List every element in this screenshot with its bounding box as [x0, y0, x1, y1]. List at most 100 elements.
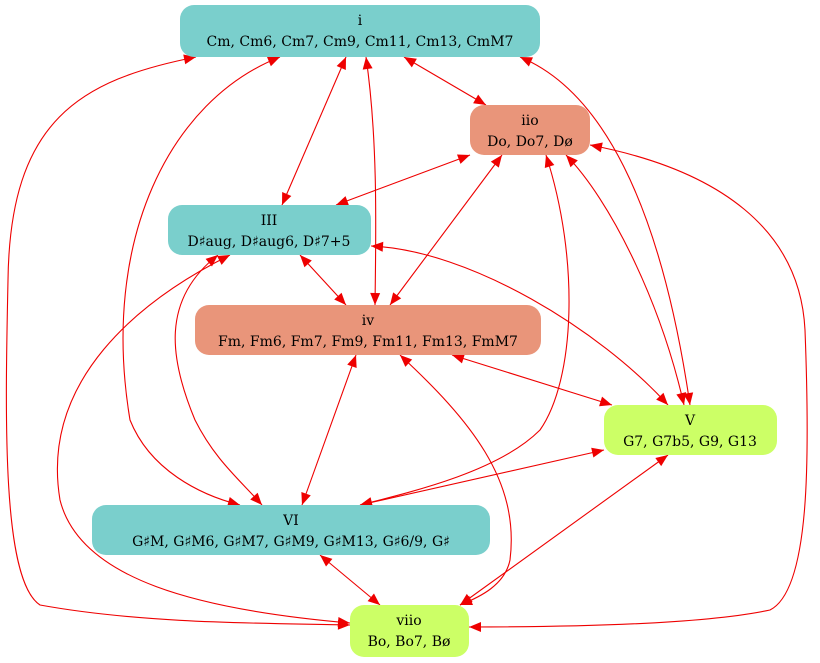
edges-layer [5, 54, 808, 632]
edge-iio-viio [468, 142, 808, 632]
arrowhead-start [544, 155, 555, 168]
arrowhead-end [336, 196, 349, 206]
arrowhead-start [400, 355, 413, 367]
edge-III-iv [299, 254, 347, 306]
edge-line [451, 354, 613, 406]
arrowhead-end [469, 621, 482, 632]
arrowhead-end [599, 396, 612, 407]
edge-iio-III [335, 154, 471, 206]
arrowhead-end [337, 616, 350, 627]
edge-line [403, 56, 487, 106]
node-viio-chords: Bo, Bo7, Bø [368, 634, 451, 650]
edge-i-V [519, 56, 694, 406]
arrowhead-start [655, 455, 668, 467]
edge-V-VI [359, 447, 605, 508]
nodes-layer: i Cm, Cm6, Cm7, Cm9, Cm11, Cm13, CmM7 ii… [92, 5, 777, 657]
arrowhead-start [452, 353, 465, 364]
arrowhead-start [217, 255, 230, 265]
arrowhead-start [347, 355, 357, 368]
arrowhead-start [490, 155, 502, 168]
arrowhead-start [300, 255, 312, 268]
node-iio[interactable]: iio Do, Do7, Dø [470, 105, 590, 155]
arrowhead-end [473, 94, 486, 105]
edge-iio-V [565, 154, 687, 406]
node-VI-chords: G♯M, G♯M6, G♯M7, G♯M9, G♯M13, G♯6/9, G♯ [132, 534, 450, 550]
edge-line [565, 154, 685, 406]
node-viio-title: viio [395, 613, 421, 629]
arrowhead-start [591, 447, 604, 458]
edge-line [365, 56, 377, 306]
edge-line [370, 245, 669, 406]
arrowhead-end [656, 392, 668, 405]
edge-III-V [370, 241, 669, 406]
node-iv[interactable]: iv Fm, Fm6, Fm7, Fm9, Fm11, Fm13, FmM7 [195, 305, 541, 355]
node-III-title: III [261, 213, 278, 229]
arrowhead-end [390, 292, 402, 305]
node-III-chords: D♯aug, D♯aug6, D♯7+5 [188, 234, 351, 250]
edge-line [359, 449, 605, 506]
edge-line [335, 154, 471, 206]
node-III[interactable]: III D♯aug, D♯aug6, D♯7+5 [168, 205, 371, 255]
edge-i-iv [362, 56, 381, 306]
edge-line [359, 154, 570, 506]
edge-line [319, 554, 381, 606]
node-iv-chords: Fm, Fm6, Fm7, Fm9, Fm11, Fm13, FmM7 [218, 334, 518, 350]
edge-i-VI [122, 56, 281, 507]
edge-line [459, 454, 669, 606]
edge-V-viio [459, 454, 669, 606]
edge-VI-viio [319, 554, 381, 606]
edge-line [399, 354, 512, 606]
edge-line [389, 154, 503, 306]
arrowhead-start [404, 57, 417, 68]
edge-line [301, 354, 357, 506]
node-VI[interactable]: VI G♯M, G♯M6, G♯M7, G♯M9, G♯M13, G♯6/9, … [92, 505, 490, 555]
arrowhead-start [267, 57, 280, 67]
edge-line [5, 56, 351, 626]
edge-line [56, 254, 351, 624]
arrowhead-start [205, 255, 218, 267]
arrowhead-end [282, 192, 292, 205]
node-VI-title: VI [282, 513, 299, 529]
edge-line [281, 56, 347, 206]
node-i[interactable]: i Cm, Cm6, Cm7, Cm9, Cm11, Cm13, CmM7 [180, 5, 540, 57]
arrowhead-start [371, 241, 384, 252]
edge-line [468, 144, 808, 628]
arrowhead-end [676, 392, 687, 405]
node-V-chords: G7, G7b5, G9, G13 [623, 434, 757, 450]
arrowhead-start [362, 57, 373, 70]
node-i-title: i [358, 13, 363, 29]
edge-i-III [281, 56, 347, 206]
arrowhead-start [320, 555, 333, 567]
arrowhead-end [683, 392, 694, 405]
arrowhead-end [301, 492, 311, 505]
edge-line [122, 56, 281, 506]
arrowhead-start [336, 57, 346, 70]
edge-iv-viio [399, 354, 512, 606]
edge-line [174, 254, 263, 506]
node-iv-title: iv [362, 313, 374, 329]
arrowhead-end [227, 496, 240, 507]
arrowhead-end [370, 292, 381, 305]
arrowhead-end [250, 492, 262, 505]
node-iio-title: iio [521, 113, 538, 129]
arrowhead-end [360, 497, 373, 508]
arrowhead-start [457, 154, 470, 164]
arrowhead-start [566, 155, 578, 168]
arrowhead-start [590, 142, 603, 153]
edge-III-viio [56, 254, 351, 627]
arrowhead-end [334, 292, 346, 305]
arrowhead-start [183, 54, 196, 65]
node-V-title: V [684, 413, 696, 429]
node-iio-chords: Do, Do7, Dø [487, 134, 573, 150]
edge-iio-iv [389, 154, 503, 306]
edge-iv-VI [301, 354, 357, 506]
edge-III-VI [174, 254, 263, 506]
arrowhead-end [367, 593, 380, 605]
node-V[interactable]: V G7, G7b5, G9, G13 [604, 405, 777, 455]
edge-i-iio [403, 56, 487, 106]
node-viio[interactable]: viio Bo, Bo7, Bø [350, 605, 469, 657]
edge-iv-V [451, 353, 613, 407]
arrowhead-end [460, 593, 473, 605]
node-i-chords: Cm, Cm6, Cm7, Cm9, Cm11, Cm13, CmM7 [207, 34, 514, 50]
